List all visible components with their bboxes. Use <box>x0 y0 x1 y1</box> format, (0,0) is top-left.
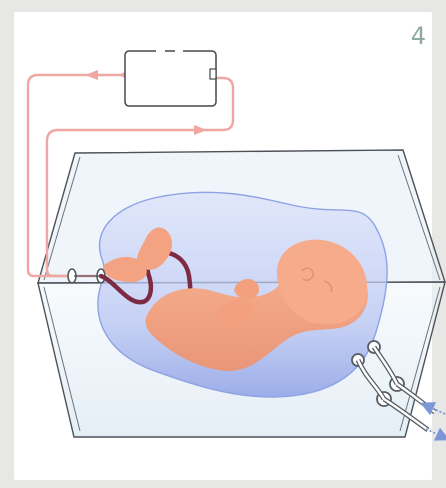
arrow-icon <box>85 70 98 80</box>
oxygenator-device-icon <box>125 51 216 106</box>
arrow-icon <box>194 125 207 135</box>
arrow-icon <box>426 429 445 438</box>
panel-number: 4 <box>411 24 426 48</box>
